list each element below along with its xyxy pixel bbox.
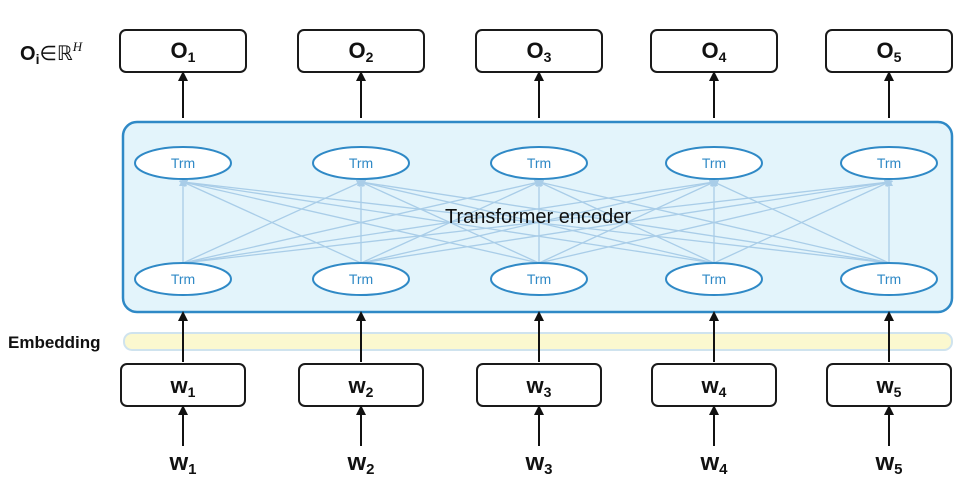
trm-label: Trm [702,271,726,287]
input-tokens: w1 w2 w3 w4 w5 [168,449,902,478]
input-token-5: w5 [874,449,902,478]
input-token-2: w2 [346,449,374,478]
output-label-3: O3 [527,38,552,65]
trm-label: Trm [877,155,901,171]
attention-link-4-to-1 [179,178,715,264]
attention-link-5-to-3 [535,179,890,264]
trm-label: Trm [527,271,551,287]
trm-unit-bottom-4 [665,262,763,296]
flow-arrows [178,71,894,446]
input-token-1: w1 [168,449,196,478]
embedding-label: Embedding [8,333,101,352]
output-label-4: O4 [702,38,727,65]
attention-link-3-to-1 [179,178,540,264]
token-box-label-4: w4 [701,373,727,400]
encoder-label: Transformer encoder [445,206,631,228]
trm-label: Trm [349,155,373,171]
trm-unit-top-5 [840,146,938,180]
attention-link-5-to-1 [179,178,890,264]
input-token-4: w4 [699,449,728,478]
trm-unit-bottom-5 [840,262,938,296]
trm-label: Trm [702,155,726,171]
output-label-5: O5 [877,38,902,65]
trm-unit-top-4 [665,146,763,180]
token-boxes: w1 w2 w3 w4 w5 [120,363,952,407]
attention-link-2-to-1 [179,180,362,264]
token-box-label-5: w5 [876,373,902,400]
output-label-1: O1 [171,38,196,65]
attention-connections [179,178,893,264]
trm-unit-bottom-2 [312,262,410,296]
trm-label: Trm [349,271,373,287]
trm-unit-top-1 [134,146,232,180]
token-box-label-1: w1 [170,373,196,400]
trm-unit-top-3 [490,146,588,180]
attention-link-5-to-4 [710,180,890,264]
trm-label: Trm [877,271,901,287]
token-box-label-2: w2 [348,373,374,400]
input-token-3: w3 [524,449,552,478]
output-space-label: Oi∈ℝH [20,39,83,67]
token-box-label-3: w3 [526,373,552,400]
trm-label: Trm [171,271,195,287]
output-label-2: O2 [349,38,374,65]
trm-unit-top-2 [312,146,410,180]
trm-label: Trm [171,155,195,171]
trm-label: Trm [527,155,551,171]
output-boxes: O1 O2 O3 O4 O5 [119,29,953,73]
attention-link-5-to-2 [357,178,890,264]
trm-unit-bottom-3 [490,262,588,296]
trm-unit-bottom-1 [134,262,232,296]
